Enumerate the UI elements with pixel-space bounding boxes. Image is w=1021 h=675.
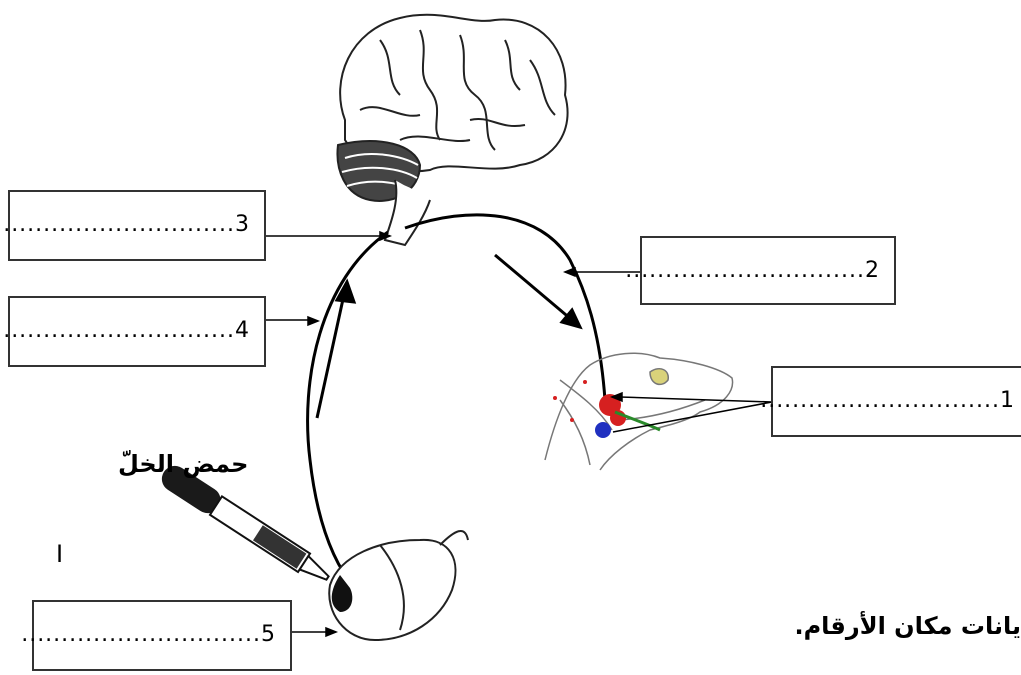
dog-head-drawing <box>545 353 733 470</box>
label-box-1: ..............................1 <box>771 366 1021 437</box>
label-box-3: ..............................3 <box>8 190 266 261</box>
label-text-4: ..............................4 <box>0 318 250 343</box>
dropper-icon <box>157 461 335 589</box>
salivary-glands <box>553 380 660 438</box>
brain-drawing <box>337 15 567 245</box>
label-box-4: ..............................4 <box>8 296 266 367</box>
label-text-5: ..............................5 <box>21 622 276 647</box>
stray-mark: I <box>56 540 63 568</box>
efferent-nerve <box>405 215 605 400</box>
instruction-text: يانات مكان الأرقام. <box>794 612 1021 640</box>
label-box-2: ..............................2 <box>640 236 896 305</box>
label-text-1: ..............................1 <box>760 388 1015 413</box>
label-box-5: ..............................5 <box>32 600 292 671</box>
dropper-label: حمض الخلّ <box>118 450 248 478</box>
direction-arrows <box>317 255 580 418</box>
label-text-3: ..............................3 <box>0 212 250 237</box>
label-text-2: ..............................2 <box>625 258 880 283</box>
tongue-drawing <box>329 531 468 640</box>
nerve-pathways <box>308 215 605 612</box>
